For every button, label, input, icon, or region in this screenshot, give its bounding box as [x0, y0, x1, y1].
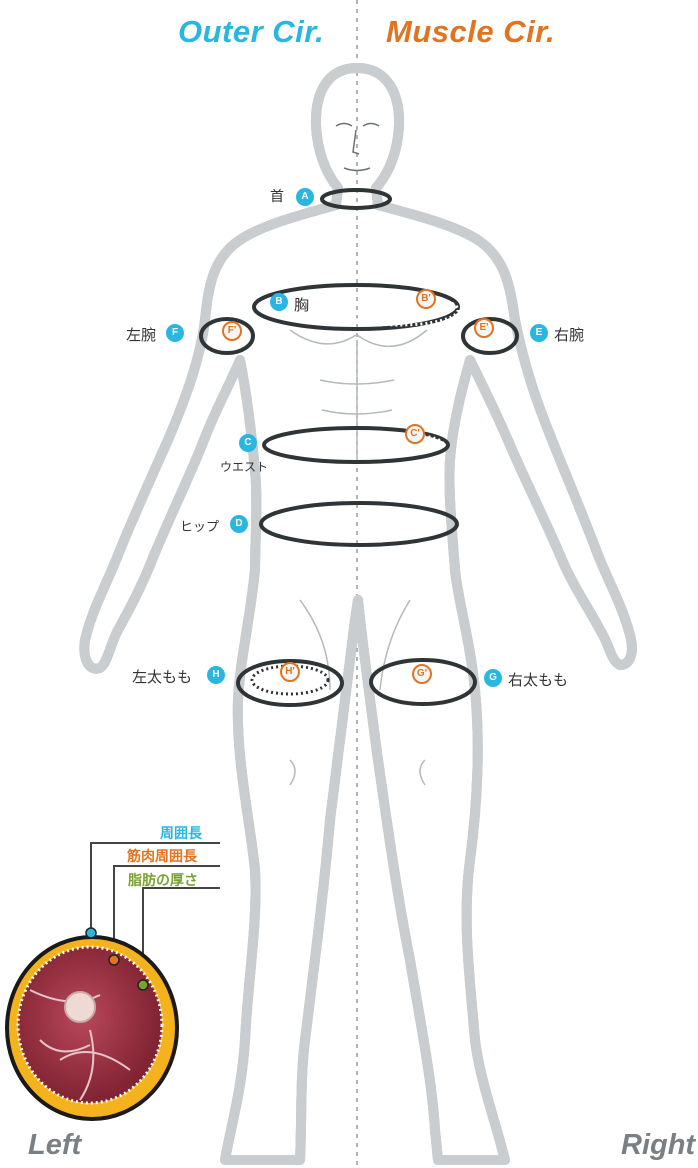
chest-muscle-badge: B': [416, 289, 436, 309]
left-thigh-label: 左太もも: [132, 666, 192, 687]
left-arm-label: 左腕: [126, 324, 156, 345]
waist-badge: C: [239, 434, 257, 452]
left-arm-muscle-badge: F': [222, 321, 242, 341]
thigh-cross-section: [7, 928, 177, 1119]
hip-label: ヒップ: [180, 516, 219, 535]
right-thigh-muscle-badge: G': [412, 664, 432, 684]
right-arm-badge: E: [530, 324, 548, 342]
legend-circumference: 周囲長: [160, 823, 202, 843]
outer-circumference-heading: Outer Cir.: [178, 14, 324, 50]
left-thigh-badge: H: [207, 666, 225, 684]
hip-badge: D: [230, 515, 248, 533]
waist-label: ウエスト: [220, 458, 268, 475]
right-thigh-label: 右太もも: [508, 669, 568, 690]
left-arm-badge: F: [166, 324, 184, 342]
waist-muscle-dots: [347, 434, 443, 454]
legend-fat-thickness: 脂肪の厚さ: [128, 870, 198, 890]
neck-label: 首: [270, 186, 284, 206]
neck-badge: A: [296, 188, 314, 206]
right-arm-muscle-badge: E': [474, 318, 494, 338]
chest-label: 胸: [294, 294, 309, 315]
left-side-label: Left: [28, 1129, 81, 1162]
right-side-label: Right: [621, 1129, 695, 1162]
torso-contours: [290, 330, 427, 785]
waist-muscle-badge: C': [405, 424, 425, 444]
muscle-circumference-heading: Muscle Cir.: [386, 14, 555, 50]
right-thigh-badge: G: [484, 669, 502, 687]
hip-ring: [261, 503, 457, 545]
chest-badge: B: [270, 293, 288, 311]
left-thigh-muscle-badge: H': [280, 662, 300, 682]
right-arm-label: 右腕: [554, 324, 584, 345]
legend-muscle-circumference: 筋肉周囲長: [127, 846, 197, 866]
chest-muscle-dots: [342, 295, 458, 325]
